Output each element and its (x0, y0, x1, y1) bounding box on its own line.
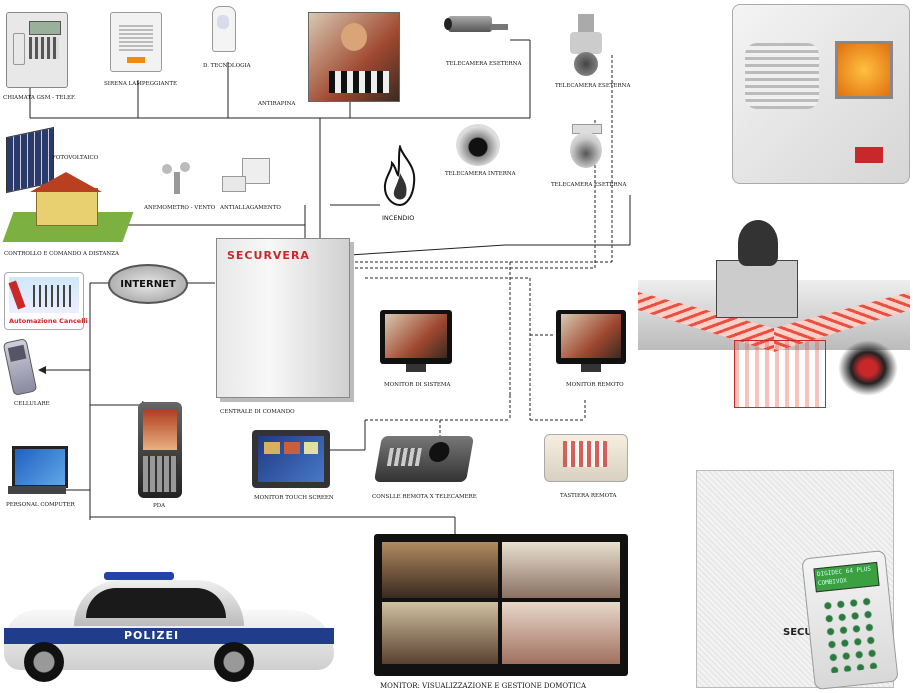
remote-monitor (556, 310, 626, 374)
gsm-label: CHIAMATA GSM - TELEF. (3, 95, 76, 101)
antirapina-label: ANTIRAPINA (258, 101, 296, 107)
anemometro-label: ANEMOMETRO - VENTO (144, 205, 216, 211)
boy-chess-photo (308, 12, 400, 102)
dome-camera-2 (566, 124, 606, 172)
large-siren (732, 4, 910, 184)
tastiera-label: TASTIERA REMOTA (560, 493, 617, 499)
fire-icon (383, 145, 416, 207)
camera-ext1-label: TELECAMERA ESETERNA (446, 61, 522, 67)
monitor-sistema-label: MONITOR DI SISTEMA (384, 382, 451, 388)
camera-int-label: TELECAMERA INTERNA (445, 171, 516, 177)
external-camera-1 (444, 12, 508, 38)
motion-sensor-device (212, 6, 236, 52)
console-label: CONSLLE REMOTA X TELECAMERE (372, 494, 477, 500)
house-drawing (2, 168, 134, 248)
police-car: POLIZEI (4, 562, 334, 684)
centrale-label: CENTRALE DI COMANDO (220, 409, 295, 415)
internet-badge: INTERNET (108, 264, 188, 304)
fotovoltaico-label: FOTOVOLTAICO (52, 155, 99, 161)
secur-logo: SECUR (783, 627, 821, 638)
remote-keypad (544, 434, 628, 482)
pc-label: PERSONAL COMPUTER (6, 502, 75, 508)
camera-ext2-label: TELECAMERA ESETERNA (555, 83, 631, 89)
remote-control-label: CONTROLLO E COMANDO A DISTANZA (4, 251, 119, 257)
cellulare-label: CELLULARE (14, 401, 50, 407)
internal-camera (456, 124, 500, 166)
alarm-keypad: DIGIDEC 64 PLUS COMBIVOX (801, 549, 899, 691)
incendio-label: INCENDIO (382, 214, 415, 222)
pda-label: PDA (153, 503, 166, 509)
pda-device (138, 402, 182, 498)
anemometer-device (160, 162, 194, 196)
gsm-dialer-device (6, 12, 68, 88)
dome-camera-1 (566, 14, 606, 80)
touch-monitor (252, 430, 330, 488)
polizei-label: POLIZEI (124, 629, 180, 642)
perimeter-protection-illustration (638, 220, 910, 408)
siren-device (110, 12, 162, 72)
gate-automation-card: Automazione Cancelli (4, 272, 88, 330)
laptop-device (8, 446, 68, 496)
monitor-remoto-label: MONITOR REMOTO (566, 382, 624, 388)
camera-console (373, 436, 475, 482)
camera-ext3-label: TELECAMERA ESETERNA (551, 182, 627, 188)
antiallagamento-label: ANTIALLAGAMENTO (220, 205, 281, 211)
system-monitor (380, 310, 452, 374)
control-unit-brand: SECURVERA (227, 249, 310, 262)
home-automation-monitor (374, 534, 628, 676)
flood-sensor-device (222, 158, 272, 194)
cancelli-label: Automazione Cancelli (9, 317, 88, 325)
dtech-label: D. TECNOLOGIA (203, 63, 251, 69)
internet-label: INTERNET (120, 278, 176, 290)
siren-label: SIRENA LAMPEGGIANTE (104, 81, 178, 87)
control-unit: SECURVERA (216, 238, 350, 398)
touch-label: MONITOR TOUCH SCREEN (254, 495, 334, 501)
monitor-domotica-label: MONITOR: VISUALIZZAZIONE E GESTIONE DOMO… (380, 682, 587, 690)
